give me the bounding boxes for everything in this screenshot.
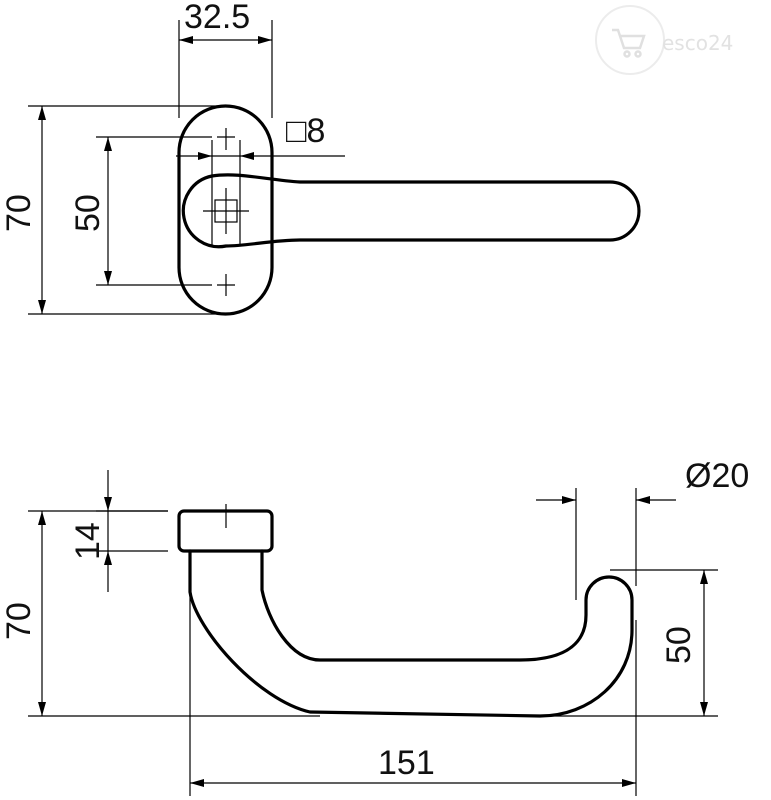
dim-side-height-lines [28,510,320,717]
dim-length-lines [189,592,637,796]
dim-grip-height-lines [540,569,718,717]
dim-rose-height-label: 14 [69,522,107,560]
screw-hole-top [217,128,235,150]
dim-width-lines [178,20,273,118]
dim-diameter-lines [536,488,676,600]
dim-width-label: 32.5 [184,0,250,36]
cart-icon [612,28,646,58]
watermark-circle [595,5,665,75]
dim-hole-spacing-lines [96,136,212,286]
screw-hole-bottom [217,274,235,296]
dim-height-total-lines [28,105,226,315]
top-view: 32.5 □8 70 50 [0,0,641,316]
side-view: Ø20 14 70 50 [0,457,749,796]
dim-length-label: 151 [378,744,435,782]
dim-grip-height-label: 50 [660,626,698,664]
spindle-square [203,140,249,246]
dim-square-lines [176,152,345,160]
dim-side-height-label: 70 [0,602,38,640]
dim-diameter-label: Ø20 [685,457,749,495]
handle-body-outline [188,549,634,718]
watermark: esco24 [595,5,733,75]
dim-height-total-label: 70 [0,194,38,232]
dim-hole-spacing-label: 50 [69,194,107,232]
dim-square-label: □8 [286,112,325,150]
lever-outline [181,173,641,249]
watermark-text: esco24 [662,31,733,55]
